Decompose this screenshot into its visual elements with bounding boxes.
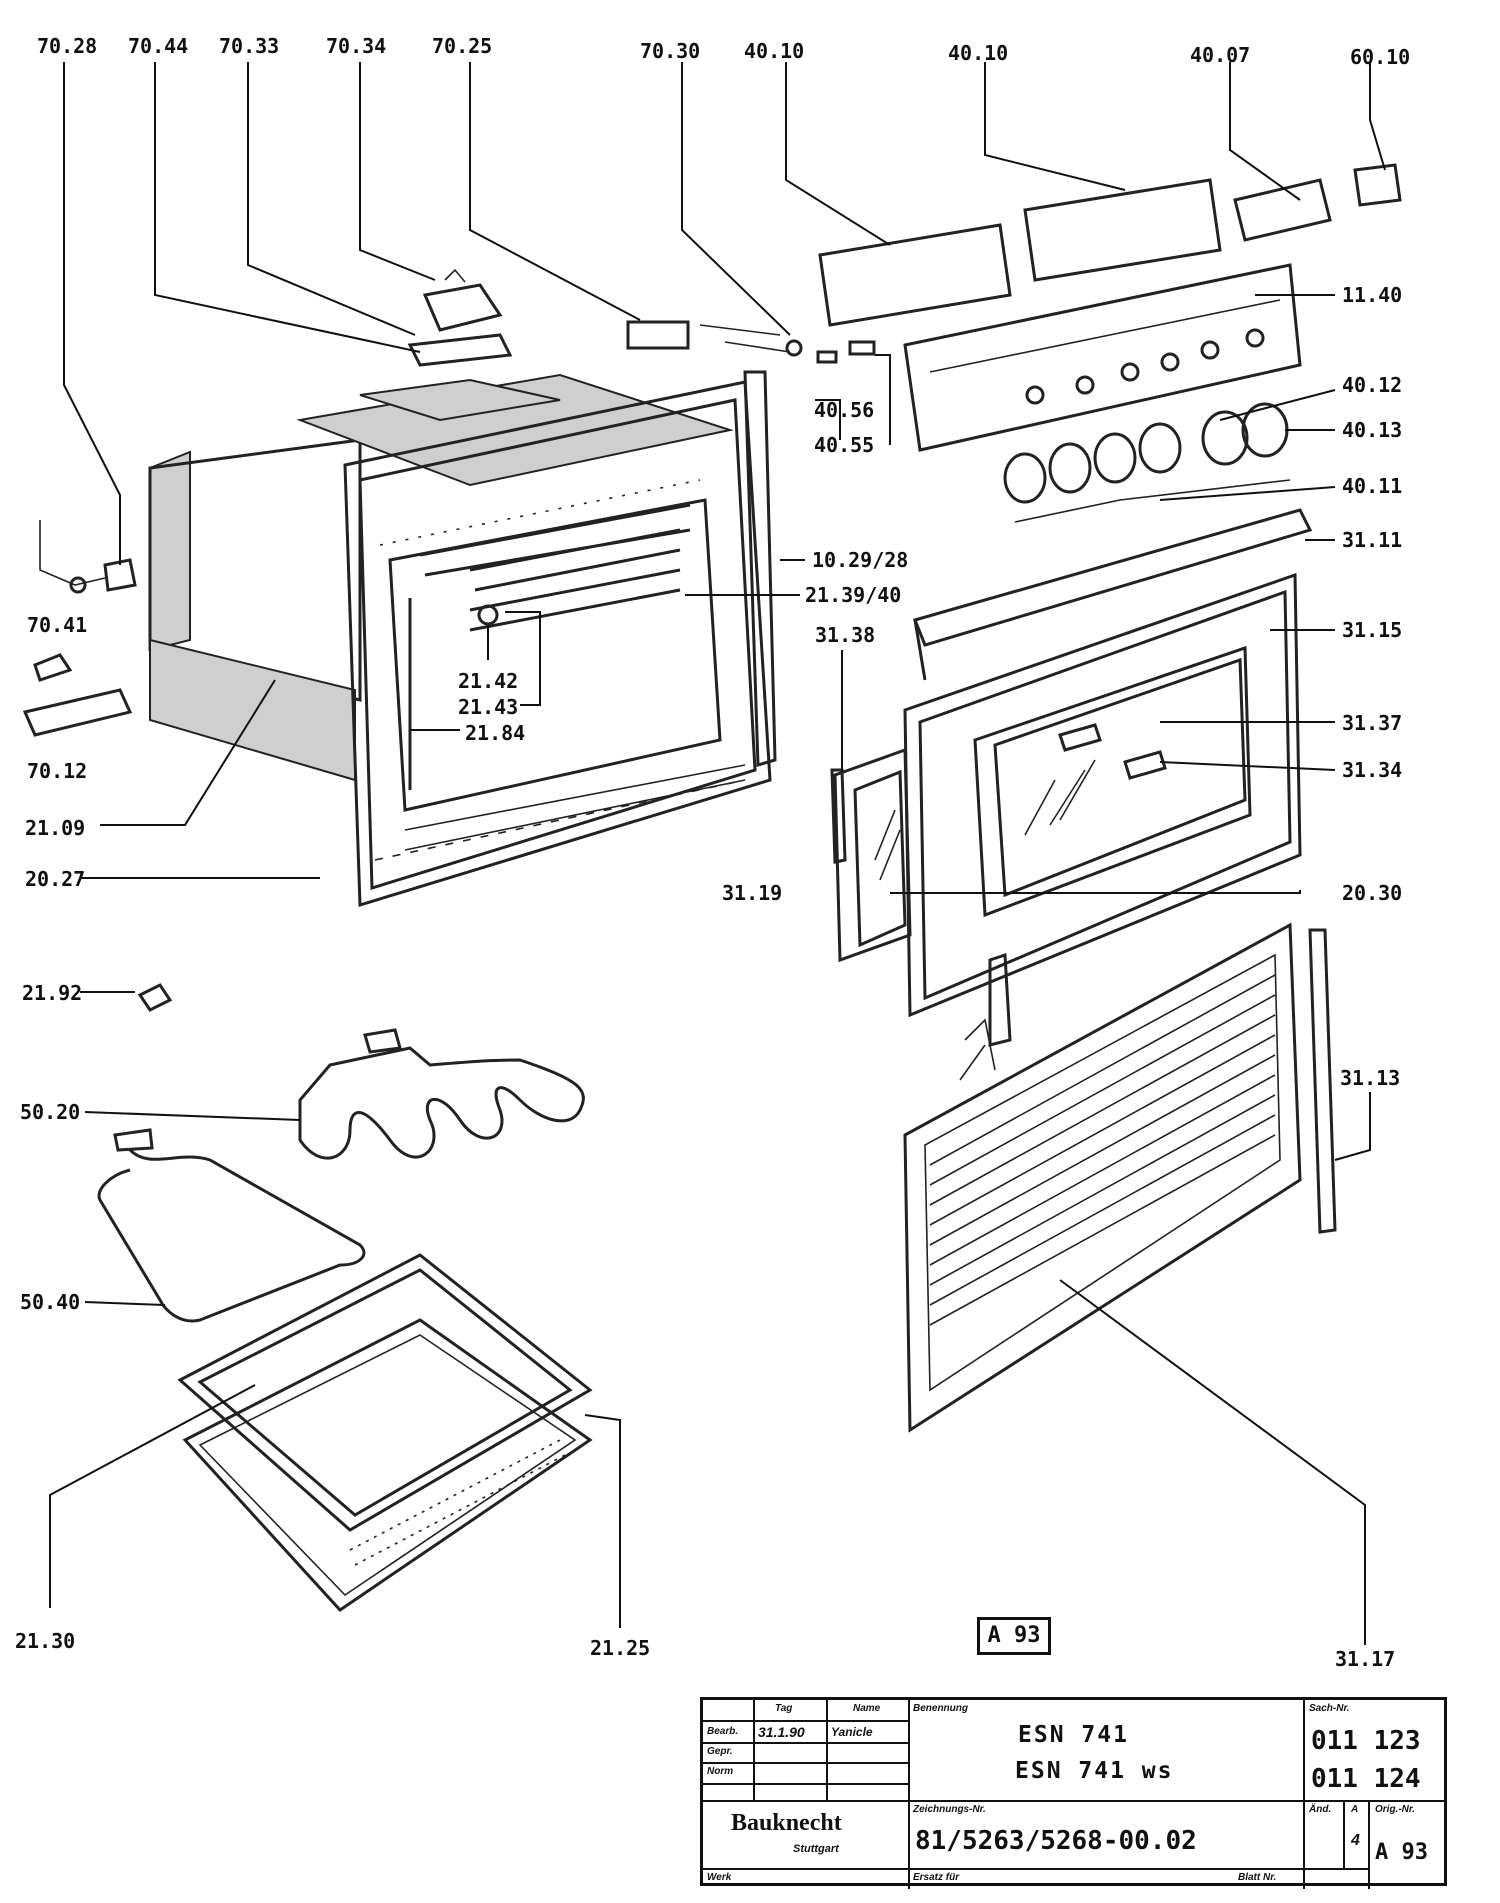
tb-werk-label: Werk [707,1872,732,1883]
oven-cavity-drawing [148,370,777,908]
label-21-09: 21.09 [25,816,85,840]
label-21-39-40: 21.39/40 [805,583,901,607]
tb-author: Yanicle [831,1725,873,1739]
front-panel-drawing [903,922,1337,1433]
label-70-33: 70.33 [219,34,279,58]
tb-sach-2: 011 124 [1311,1764,1421,1794]
label-21-30: 21.30 [15,1629,75,1653]
oven-door-drawing [830,572,1302,1081]
label-31-13: 31.13 [1340,1066,1400,1090]
label-31-15: 31.15 [1342,618,1402,642]
tb-model-2: ESN 741 ws [1015,1758,1174,1784]
tb-model-1: ESN 741 [1018,1722,1129,1748]
tb-name-header: Name [853,1703,881,1714]
tb-orig-value: A 93 [1375,1840,1428,1865]
label-20-30: 20.30 [1342,881,1402,905]
tb-benennung-label: Benennung [913,1703,968,1714]
label-70-25: 70.25 [432,34,492,58]
title-block: Tag Name Bearb. Gepr. Norm 31.1.90 Yanic… [700,1697,1447,1889]
label-21-43: 21.43 [458,695,518,719]
tb-zeichnung-number: 81/5263/5268-00.02 [915,1826,1197,1856]
label-31-37: 31.37 [1342,711,1402,735]
label-70-28: 70.28 [37,34,97,58]
label-40-11: 40.11 [1342,474,1402,498]
label-21-92: 21.92 [22,981,82,1005]
label-50-40: 50.40 [20,1290,80,1314]
label-40-55: 40.55 [814,433,874,457]
label-70-30: 70.30 [640,39,700,63]
label-70-34: 70.34 [326,34,386,58]
label-11-40: 11.40 [1342,283,1402,307]
sheet-code-box: A 93 [977,1617,1051,1655]
tb-orig-label: Orig.-Nr. [1375,1804,1416,1815]
leader-lines [49,62,1386,1645]
brand-city: Stuttgart [793,1843,839,1855]
tb-sach-label: Sach-Nr. [1309,1703,1350,1714]
label-10-29-28: 10.29/28 [812,548,908,572]
tb-blatt-label: Blatt Nr. [1238,1872,1277,1883]
tb-gepr-label: Gepr. [707,1746,733,1757]
switch-parts-drawing [22,268,876,737]
tb-aend-value: 4 [1351,1832,1360,1849]
label-31-17: 31.17 [1335,1647,1395,1671]
label-20-27: 20.27 [25,867,85,891]
control-panel-drawing [818,163,1402,681]
label-40-12: 40.12 [1342,373,1402,397]
label-50-20: 50.20 [20,1100,80,1124]
label-40-10-a: 40.10 [744,39,804,63]
brand-logo: Bauknecht [731,1810,842,1836]
label-40-13: 40.13 [1342,418,1402,442]
label-40-56: 40.56 [814,398,874,422]
label-31-19: 31.19 [722,881,782,905]
label-31-11: 31.11 [1342,528,1402,552]
label-70-12: 70.12 [27,759,87,783]
label-31-38: 31.38 [815,623,875,647]
elements-and-trays-drawing [97,983,593,1612]
tb-sach-1: 011 123 [1311,1726,1421,1756]
tb-ersatz-label: Ersatz für [913,1872,960,1883]
label-21-42: 21.42 [458,669,518,693]
label-60-10: 60.10 [1350,45,1410,69]
label-40-07: 40.07 [1190,43,1250,67]
label-31-34: 31.34 [1342,758,1402,782]
tb-norm-label: Norm [707,1766,734,1777]
label-70-41: 70.41 [27,613,87,637]
label-70-44: 70.44 [128,34,188,58]
tb-bearb-label: Bearb. [707,1726,739,1737]
tb-aend-label: Änd. [1309,1804,1332,1815]
tb-aend-a: A [1351,1804,1359,1815]
part-labels: 70.28 70.44 70.33 70.34 70.25 70.30 40.1… [15,34,1410,1671]
label-40-10-b: 40.10 [948,41,1008,65]
tb-tag-header: Tag [775,1703,793,1714]
tb-zeichnung-label: Zeichnungs-Nr. [913,1804,986,1815]
label-21-25: 21.25 [590,1636,650,1660]
tb-date: 31.1.90 [758,1724,805,1740]
label-21-84: 21.84 [465,721,525,745]
